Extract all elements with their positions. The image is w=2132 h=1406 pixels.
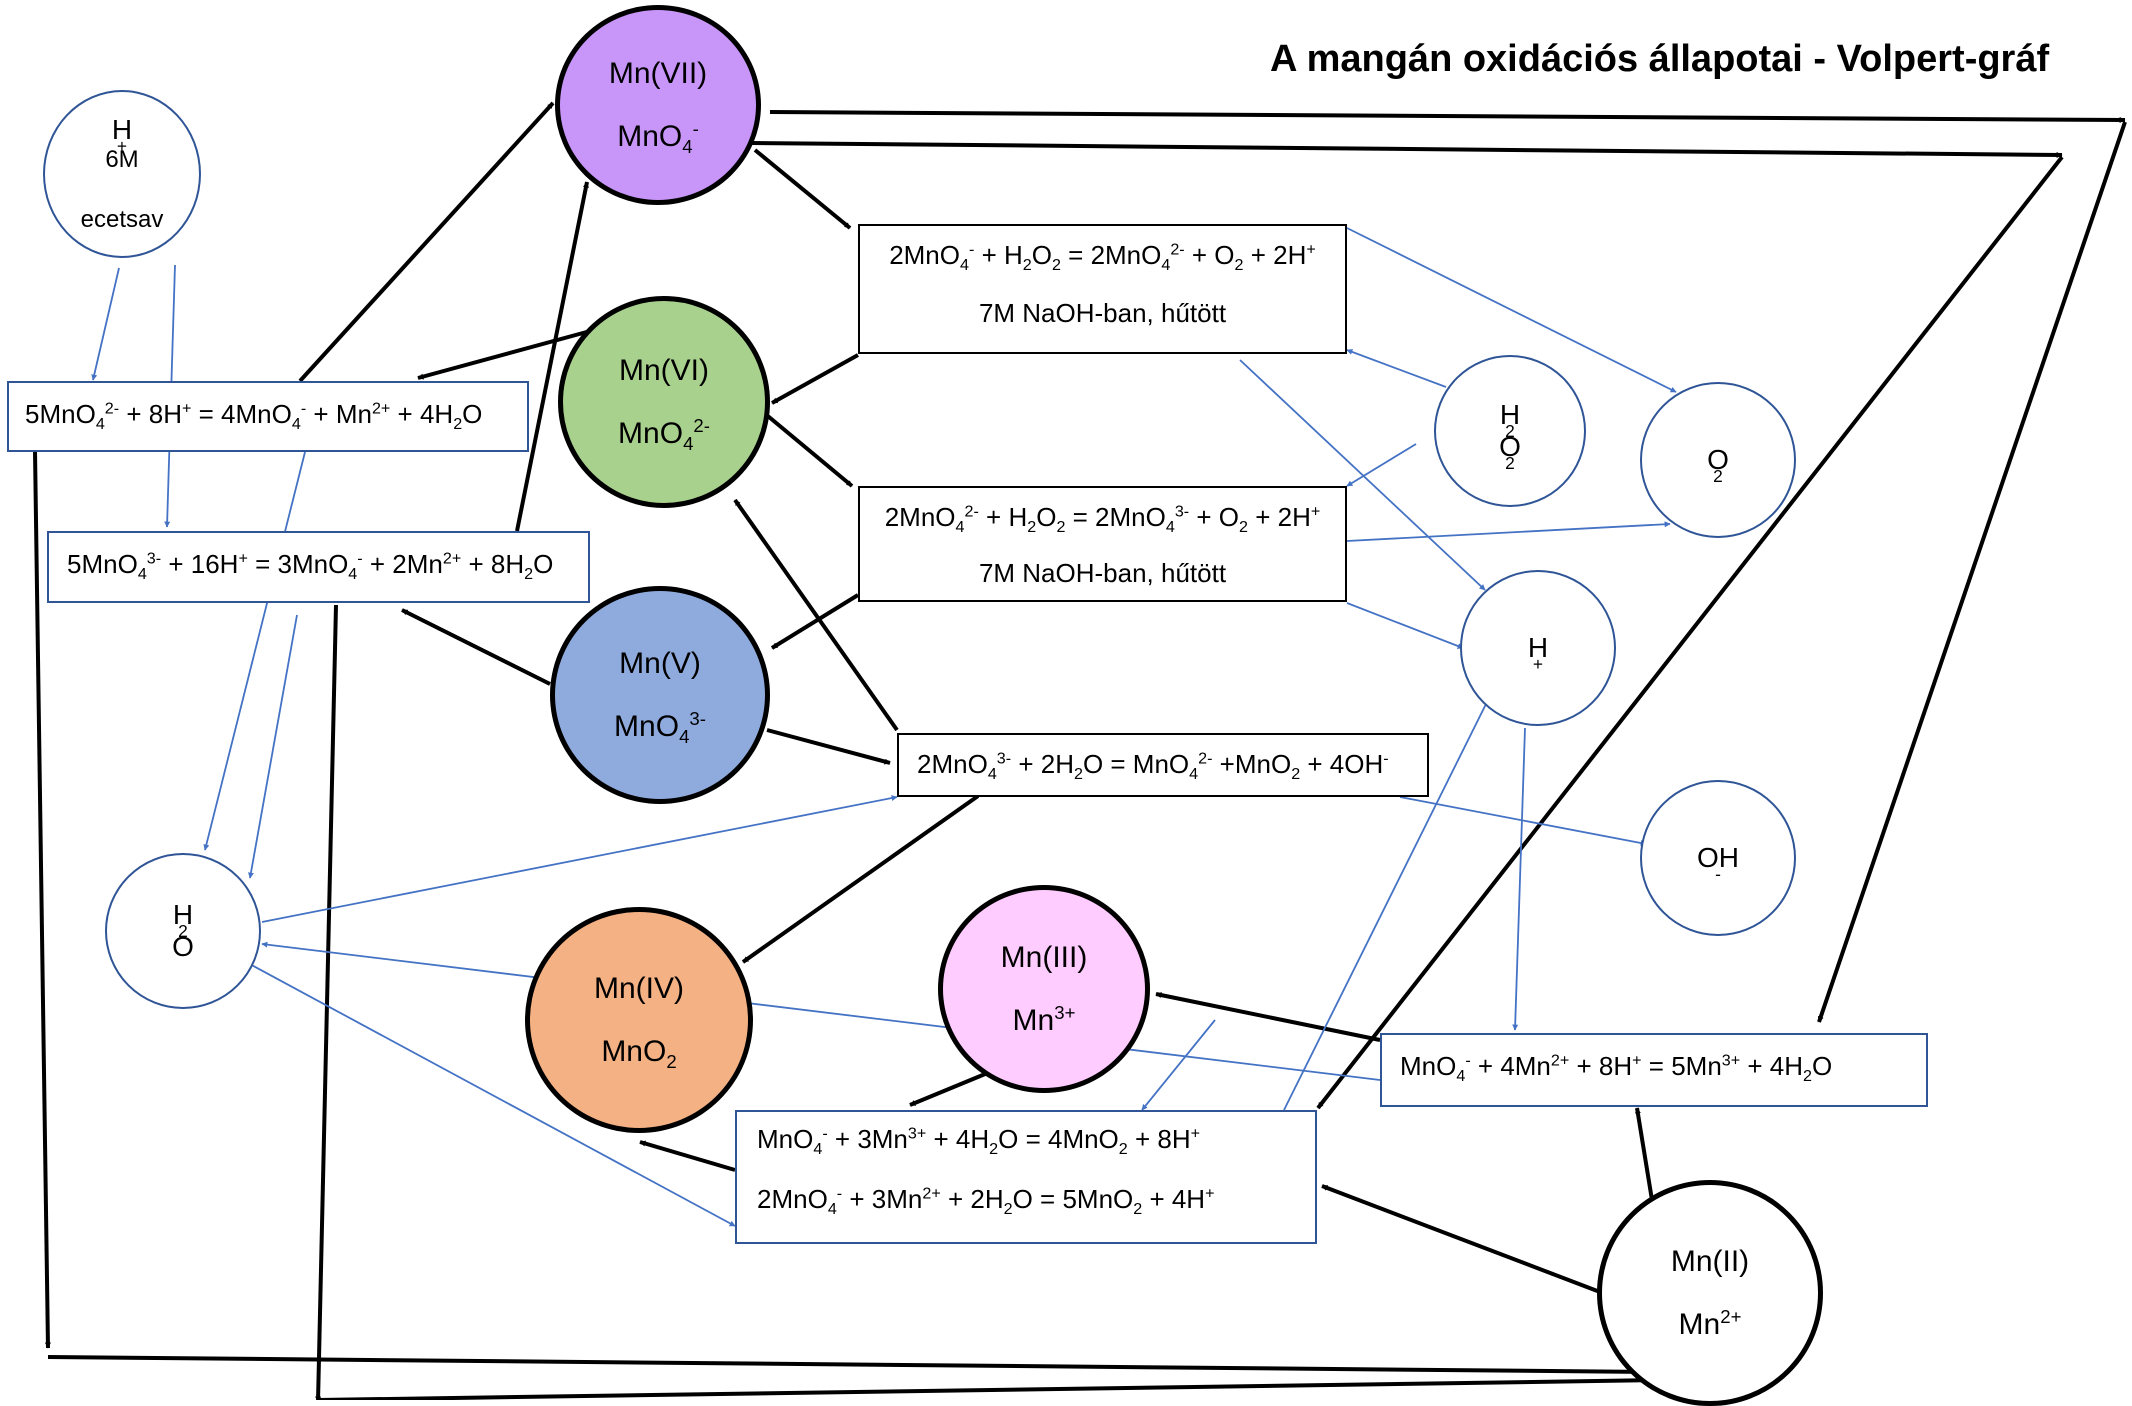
arrow-bottom-to-mn2 xyxy=(47,1355,1658,1375)
arrow-r7-to-mn4 xyxy=(639,1140,736,1172)
node-mn2: Mn(II) Mn2+ xyxy=(1597,1180,1823,1406)
r1-equation: 2MnO4- + H2O2 = 2MnO42- + O2 + 2H+ xyxy=(889,240,1316,275)
arrow-r2-to-mn5 xyxy=(770,593,860,650)
arrow-r1-to-hplus xyxy=(1239,359,1486,591)
arrow-bottom2-to-mn2 xyxy=(317,1377,1665,1400)
node-mn7: Mn(VII) MnO4- xyxy=(555,5,761,205)
mn7-label: Mn(VII) xyxy=(608,57,708,90)
arrow-mn7-to-r1 xyxy=(753,148,852,230)
arrow-h2o-to-r3 xyxy=(261,795,898,923)
arrow-h2o2-to-r2 xyxy=(1346,443,1417,487)
arrow-r3-to-mn4 xyxy=(741,794,980,964)
r2-condition: 7M NaOH-ban, hűtött xyxy=(978,558,1227,588)
arrow-r4-to-h2o xyxy=(203,451,306,851)
arrow-mn6-to-r4 xyxy=(417,325,606,380)
reaction-r6: MnO4- + 4Mn2+ + 8H+ = 5Mn3+ + 4H2O xyxy=(1380,1033,1928,1107)
main-arrows xyxy=(33,101,2127,1400)
node-mn5: Mn(V) MnO43- xyxy=(550,586,770,804)
arrow-r4-to-mn7 xyxy=(298,101,555,383)
arrow-h2o-to-r7 xyxy=(245,961,736,1227)
r7-equation-2: 2MnO4- + 3Mn2+ + 2H2O = 5MnO2 + 4H+ xyxy=(757,1184,1215,1219)
arrow-mn2-to-r6 xyxy=(1634,1107,1654,1201)
mn2-label: Mn(II) xyxy=(1670,1245,1750,1278)
reaction-r2: 2MnO42- + H2O2 = 2MnO43- + O2 + 2H+ 7M N… xyxy=(858,486,1347,602)
mn3-formula: Mn3+ xyxy=(1012,1002,1076,1037)
arrow-mn5-to-r5 xyxy=(401,608,551,686)
r6-equation: MnO4- + 4Mn2+ + 8H+ = 5Mn3+ + 4H2O xyxy=(1400,1051,1833,1086)
mn5-label: Mn(V) xyxy=(619,647,701,680)
reagent-arrows xyxy=(91,227,1677,1227)
r3-equation: 2MnO43- + 2H2O = MnO42- +MnO2 + 4OH- xyxy=(917,749,1389,784)
mn5-formula: MnO43- xyxy=(614,708,706,747)
arrow-right-edge-down-to-r6 xyxy=(1817,121,2127,1023)
arrow-r6-to-h2o xyxy=(261,941,1381,1081)
arrow-hplus-to-r6 xyxy=(1512,727,1526,1031)
arrow-h2o2-to-r1 xyxy=(1346,349,1447,388)
arrow-mn3-to-r7 xyxy=(909,1070,991,1107)
mn4-formula: MnO2 xyxy=(601,1035,677,1072)
r1-condition: 7M NaOH-ban, hűtött xyxy=(978,298,1227,328)
arrow-mn5-to-r3 xyxy=(766,728,891,765)
arrow-r5-to-mn7 xyxy=(515,181,589,532)
node-mn4: Mn(IV) MnO2 xyxy=(525,907,753,1133)
mn7-formula: MnO4- xyxy=(617,118,699,157)
reaction-r1: 2MnO4- + H2O2 = 2MnO42- + O2 + 2H+ 7M Na… xyxy=(858,224,1347,354)
reaction-r3: 2MnO43- + 2H2O = MnO42- +MnO2 + 4OH- xyxy=(897,733,1429,797)
reagent-oh: OH- xyxy=(1640,780,1796,936)
arrow-right-to-r7 xyxy=(1316,155,2064,1110)
arrow-r1-to-o2 xyxy=(1346,227,1677,393)
arrow-r6-to-mn3 xyxy=(1155,992,1381,1042)
diagram-title: A mangán oxidációs állapotai - Volpert-g… xyxy=(1270,38,2050,80)
arrow-r3-to-oh xyxy=(1399,796,1647,846)
arrow-r7-to-hplus xyxy=(1283,699,1489,1111)
arrow-mn7-to-right-a xyxy=(769,110,2126,123)
mn6-label: Mn(VI) xyxy=(619,354,709,387)
reaction-r5: 5MnO43- + 16H+ = 3MnO4- + 2Mn2+ + 8H2O xyxy=(47,531,590,603)
arrow-r5-down xyxy=(315,604,338,1400)
mn6-formula: MnO42- xyxy=(618,415,710,454)
r5-equation: 5MnO43- + 16H+ = 3MnO4- + 2Mn2+ + 8H2O xyxy=(67,549,554,584)
reaction-r4: 5MnO42- + 8H+ = 4MnO4- + Mn2+ + 4H2O xyxy=(7,381,529,452)
arrow-mn7-to-right-b xyxy=(751,141,2063,158)
arrow-r2-to-o2 xyxy=(1346,521,1671,542)
reaction-r7: MnO4- + 3Mn3+ + 4H2O = 4MnO2 + 8H+ 2MnO4… xyxy=(735,1110,1317,1244)
reagent-hplus: H+ xyxy=(1460,570,1616,726)
arrow-to-r7-top xyxy=(1141,1019,1216,1111)
mn3-label: Mn(III) xyxy=(1000,941,1088,974)
arrow-mn2-to-r7 xyxy=(1321,1184,1601,1294)
arrow-r4-down xyxy=(33,450,51,1349)
arrow-r1-to-mn6 xyxy=(771,353,859,405)
mn4-label: Mn(IV) xyxy=(594,972,684,1005)
arrow-acid-to-r4 xyxy=(91,267,120,381)
node-mn6: Mn(VI) MnO42- xyxy=(558,296,770,508)
node-mn3: Mn(III) Mn3+ xyxy=(938,885,1150,1093)
mn2-formula: Mn2+ xyxy=(1678,1306,1742,1341)
r2-equation: 2MnO42- + H2O2 = 2MnO43- + O2 + 2H+ xyxy=(884,502,1321,537)
arrow-r3-to-mn6 xyxy=(733,498,899,732)
r4-equation: 5MnO42- + 8H+ = 4MnO4- + Mn2+ + 4H2O xyxy=(25,399,483,434)
arrow-r2-to-hplus xyxy=(1346,602,1464,649)
arrow-r5-to-h2o xyxy=(247,614,298,879)
r7-equation-1: MnO4- + 3Mn3+ + 4H2O = 4MnO2 + 8H+ xyxy=(757,1124,1201,1159)
arrow-mn6-to-r2 xyxy=(761,410,854,488)
